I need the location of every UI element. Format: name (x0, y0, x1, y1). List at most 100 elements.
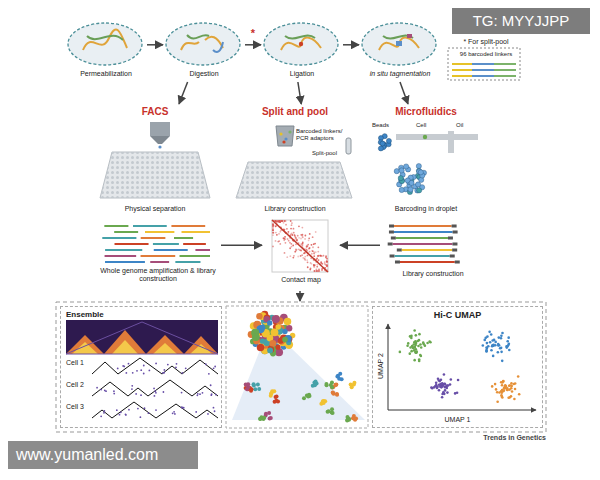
single-cell-track (92, 402, 218, 418)
generated-figure (326, 261, 328, 263)
generated-figure (510, 385, 513, 388)
generated-figure (494, 344, 497, 347)
generated-figure (378, 146, 383, 151)
generated-figure (293, 228, 295, 230)
generated-figure (412, 343, 415, 346)
generated-figure (140, 369, 142, 371)
generated-figure (490, 349, 493, 352)
generated-figure (416, 163, 421, 168)
generated-figure (131, 385, 133, 387)
generated-figure (440, 378, 443, 381)
node-label: Digestion (163, 70, 245, 78)
generated-figure (457, 379, 460, 382)
generated-figure (335, 393, 339, 397)
generated-figure (350, 385, 354, 389)
linker-key (494, 69, 516, 71)
generated-figure (268, 417, 272, 421)
generated-figure (103, 410, 105, 412)
generated-figure (155, 392, 157, 394)
generated-figure (444, 383, 447, 386)
flow-arrow (179, 82, 188, 104)
generated-figure (494, 341, 497, 344)
generated-figure (331, 411, 335, 415)
generated-figure (163, 369, 165, 371)
method-panel: Split and poolBarcoded linkers/ PCR adap… (232, 104, 358, 216)
generated-figure (272, 245, 274, 247)
generated-figure (506, 389, 509, 392)
generated-figure (494, 383, 497, 386)
generated-figure (275, 345, 280, 350)
split-pool-drawing (346, 138, 351, 154)
generated-figure (313, 255, 315, 257)
generated-figure (257, 344, 264, 351)
generated-figure (446, 391, 449, 394)
generated-figure (304, 238, 306, 240)
generated-figure (128, 409, 130, 411)
generated-figure (123, 365, 125, 367)
generated-figure (396, 237, 448, 239)
generated-figure (155, 409, 157, 411)
generated-figure (173, 411, 175, 413)
generated-figure (436, 387, 439, 390)
generated-figure (329, 383, 333, 387)
generated-figure (267, 348, 273, 354)
generated-figure (408, 352, 411, 355)
generated-figure (290, 228, 292, 230)
generated-figure (441, 396, 444, 399)
generated-figure (443, 373, 446, 376)
node-text: Cell 3 (66, 403, 84, 411)
method-panel: FACSPhysical separation (95, 104, 215, 216)
generated-figure (196, 394, 198, 396)
generated-figure (394, 225, 452, 227)
generated-figure (322, 401, 326, 405)
generated-figure (380, 141, 385, 146)
result-panel: EnsembleCell 1Cell 2Cell 3 (60, 306, 222, 428)
generated-figure (181, 372, 183, 374)
generated-figure (154, 249, 188, 251)
generated-figure (506, 345, 509, 348)
generated-figure (297, 235, 299, 237)
generated-figure (214, 410, 216, 412)
generated-figure (413, 329, 416, 332)
generated-figure (292, 244, 294, 246)
generated-figure (272, 229, 274, 231)
node-text: Library construction (232, 205, 358, 213)
generated-figure (205, 363, 207, 365)
generated-figure (290, 220, 292, 222)
generated-figure (305, 248, 307, 250)
generated-figure (398, 176, 403, 181)
generated-figure (441, 382, 444, 385)
generated-figure (352, 414, 356, 418)
generated-figure (326, 258, 328, 260)
generated-figure (413, 341, 416, 344)
generated-figure (272, 220, 328, 272)
generated-figure (507, 397, 510, 400)
generated-figure (508, 388, 511, 391)
linker-key (472, 75, 494, 77)
single-cell-track (92, 358, 218, 418)
generated-figure (313, 264, 315, 266)
flow-arrow (147, 44, 163, 46)
generated-figure (399, 187, 404, 192)
generated-figure (278, 221, 280, 223)
cell-drawing (264, 23, 338, 65)
generated-figure (420, 346, 423, 349)
generated-figure (136, 370, 138, 372)
node-text: Barcoded linkers/ PCR adaptors (296, 128, 354, 142)
generated-figure (269, 340, 276, 347)
generated-figure (448, 237, 453, 240)
generated-figure (318, 259, 320, 261)
generated-figure (116, 409, 118, 411)
generated-figure (503, 389, 506, 392)
generated-figure (314, 380, 318, 384)
node-label: Ligation (261, 70, 343, 78)
flow-arrow (298, 82, 301, 104)
single-cell-track (92, 380, 218, 396)
generated-figure (214, 366, 216, 368)
generated-figure (290, 233, 292, 235)
generated-figure (294, 236, 296, 238)
generated-figure (272, 232, 274, 234)
generated-figure (283, 237, 285, 239)
generated-figure (298, 225, 300, 227)
generated-figure (284, 236, 286, 238)
